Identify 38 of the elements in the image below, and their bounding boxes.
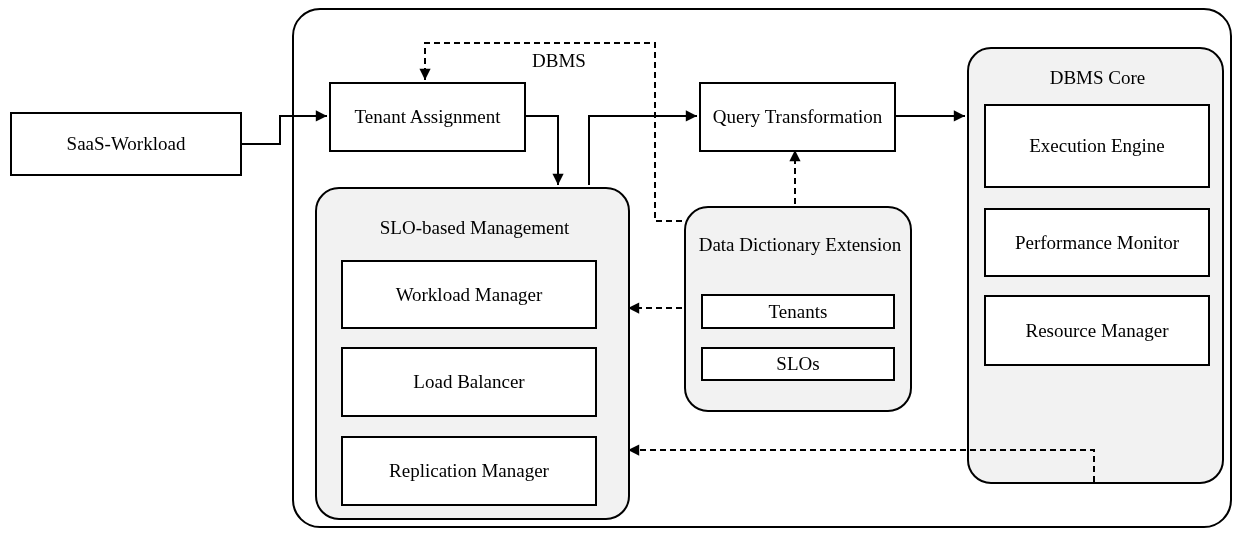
box-label: Tenants: [768, 299, 828, 324]
process-box: [341, 260, 597, 329]
process-box: [984, 295, 1210, 366]
arrow: [523, 115, 564, 186]
box-label: Execution Engine: [1029, 134, 1165, 158]
process-box: [329, 82, 526, 152]
dashed-arrow: [419, 42, 683, 222]
box-label: Load Balancer: [413, 370, 525, 394]
group-heading: Data Dictionary Extension: [697, 233, 903, 257]
process-box: [10, 112, 242, 176]
arrow: [893, 110, 966, 122]
process-box: [341, 436, 597, 506]
box-label: Replication Manager: [389, 459, 549, 483]
group-heading: SLO-based Management: [378, 216, 571, 240]
box-label: SLOs: [776, 352, 820, 376]
arrow: [241, 110, 328, 145]
group-panel: [292, 8, 1232, 528]
box-label: Query Transformation: [712, 105, 883, 129]
group-heading: DBMS Core: [1048, 66, 1147, 90]
group-panel: [684, 206, 912, 412]
process-box: [701, 294, 895, 329]
arrow: [588, 110, 698, 186]
dashed-arrow: [789, 149, 801, 205]
dashed-arrow: [627, 302, 683, 314]
process-box: [699, 82, 896, 152]
box-label: Resource Manager: [1025, 318, 1169, 343]
box-label: Workload Manager: [395, 282, 543, 307]
box-label: Performance Monitor: [1014, 230, 1180, 255]
box-label: SaaS-Workload: [66, 132, 186, 156]
group-heading: DBMS: [531, 49, 587, 73]
dashed-arrow: [627, 444, 1095, 483]
group-panel: [315, 187, 630, 520]
process-box: [984, 208, 1210, 277]
process-box: [701, 347, 895, 381]
group-panel: [967, 47, 1224, 484]
process-box: [984, 104, 1210, 188]
box-label: Tenant Assignment: [354, 105, 501, 129]
process-box: [341, 347, 597, 417]
